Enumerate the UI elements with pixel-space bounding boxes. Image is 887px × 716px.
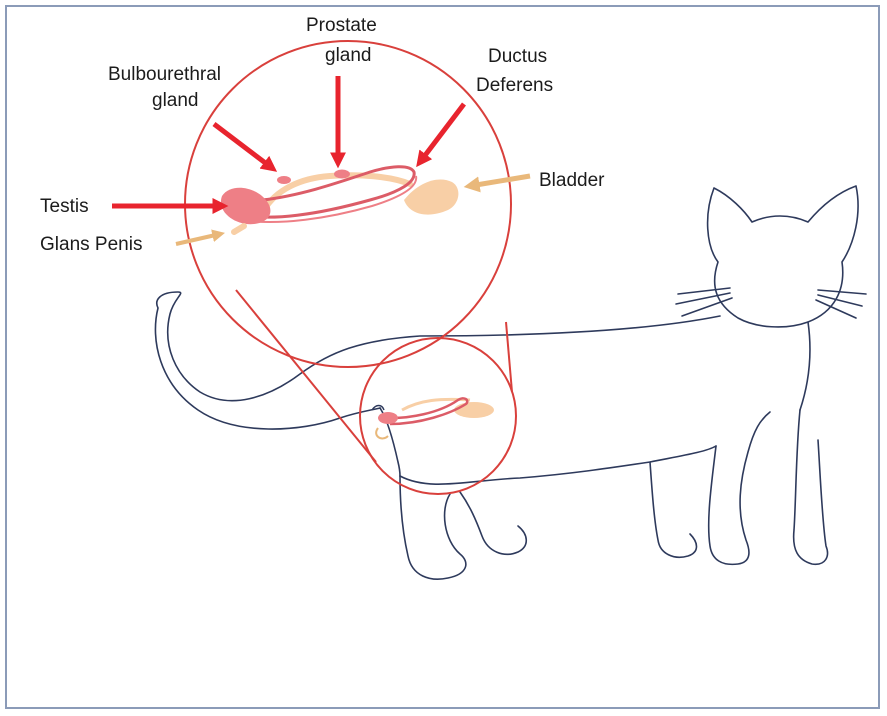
bulbourethral-gland-shape (277, 176, 291, 184)
large-organs (221, 167, 458, 232)
glans-penis-arrow (176, 234, 220, 244)
cat-front-leg-3 (650, 462, 697, 557)
ductus-arrow (420, 104, 464, 162)
labels: Bulbourethral gland Prostate gland Ductu… (40, 15, 605, 255)
cat-belly (400, 446, 716, 484)
testis-shape (221, 188, 271, 224)
glans-penis-shape (234, 226, 244, 232)
bulbourethral-arrow (214, 124, 272, 168)
label-bulbourethral-2: gland (152, 90, 199, 111)
cat-front-leg-2 (709, 412, 770, 564)
label-prostate-2: gland (325, 45, 372, 66)
label-testis: Testis (40, 196, 89, 217)
label-ductus: Ductus (488, 46, 547, 67)
cat-hind-leg-2 (460, 492, 526, 554)
label-glans-penis: Glans Penis (40, 234, 142, 255)
label-ductus-2: Deferens (476, 75, 553, 96)
bladder-arrow (470, 176, 530, 186)
cat-front-leg-1 (794, 410, 828, 564)
label-prostate: Prostate (306, 15, 377, 36)
cat-back-tail (155, 292, 720, 429)
cat-chest (800, 322, 810, 410)
cat-head (708, 186, 858, 327)
cat-whiskers-left (676, 288, 732, 316)
prostate-gland-shape (334, 170, 350, 179)
connector-left (236, 290, 376, 462)
label-bladder: Bladder (539, 170, 605, 191)
label-bulbourethral: Bulbourethral (108, 64, 221, 85)
